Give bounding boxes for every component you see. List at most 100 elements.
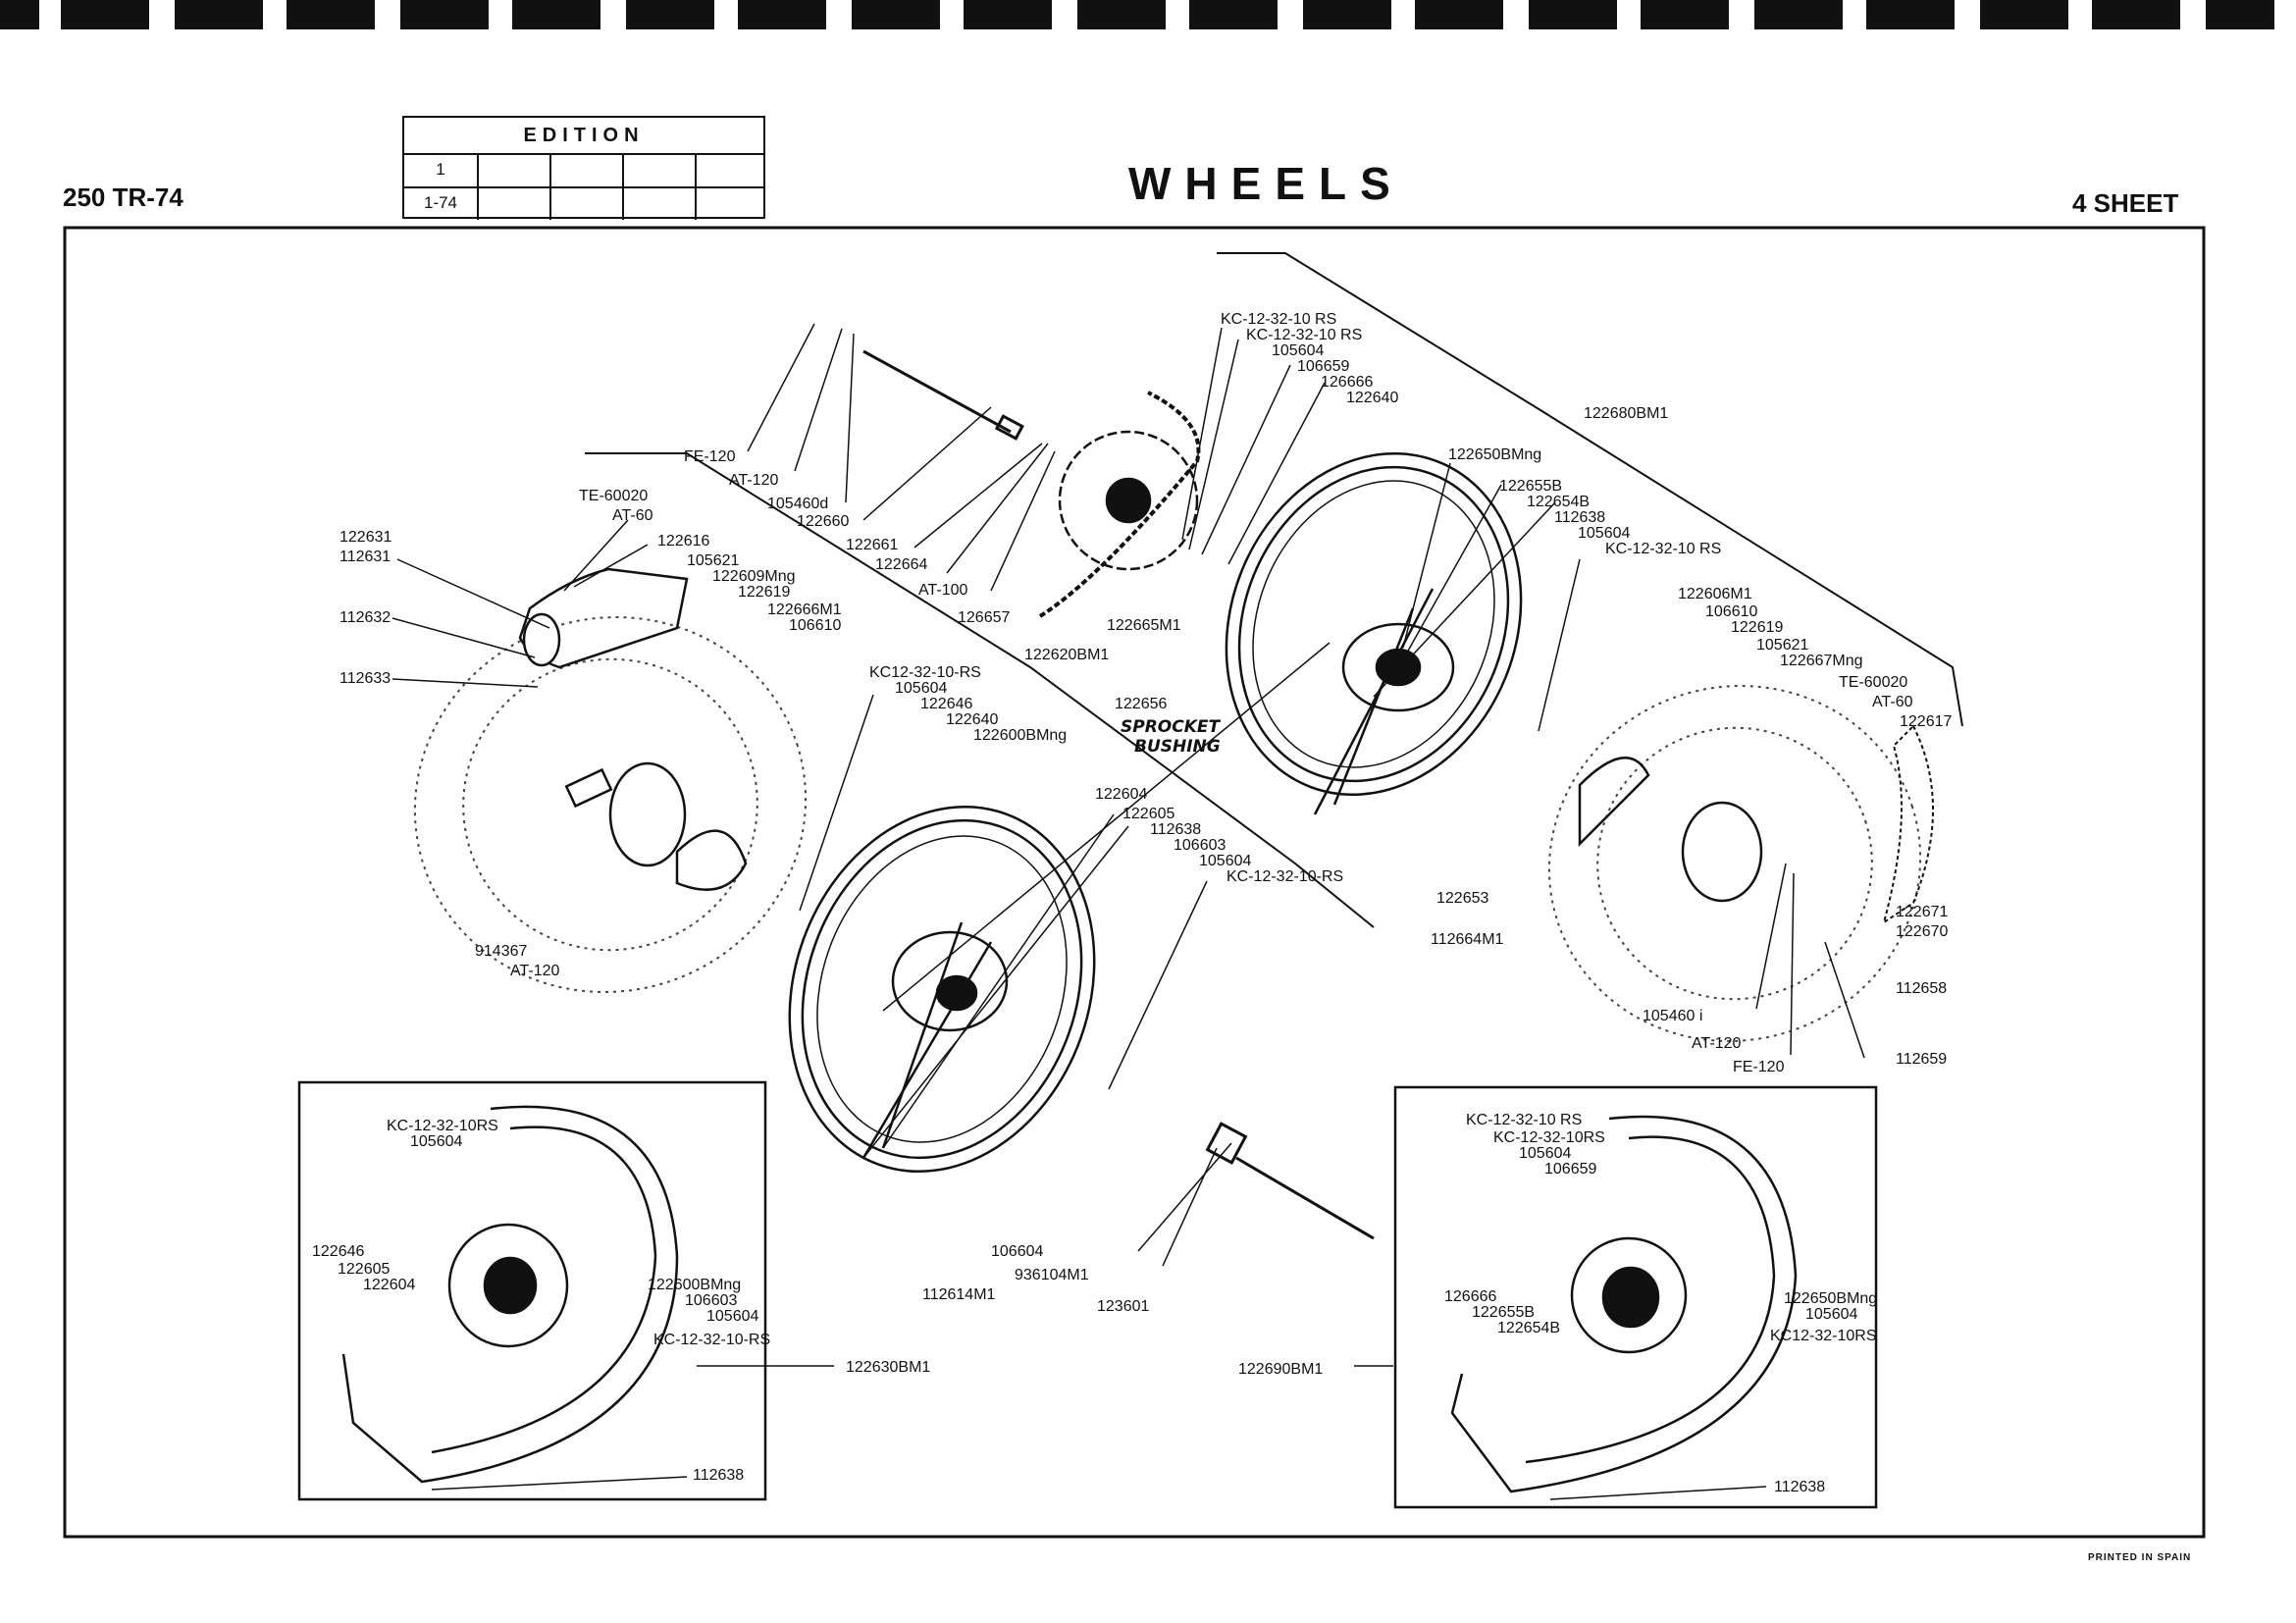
label-122646: 122646 <box>920 696 972 712</box>
label-inset-left-122630bm1: 122630BM1 <box>846 1359 930 1376</box>
label-122656: 122656 <box>1115 696 1167 712</box>
label-at60-r: AT-60 <box>1872 694 1913 710</box>
label-inset-right-105604: 105604 <box>1519 1145 1571 1162</box>
label-105621-l: 105621 <box>687 552 739 569</box>
rear-tyre-tread <box>1882 724 1934 925</box>
label-122619-r: 122619 <box>1731 619 1783 636</box>
label-122653: 122653 <box>1436 890 1488 907</box>
label-at120-top: AT-120 <box>729 472 779 489</box>
label-inset-left-105604-b: 105604 <box>706 1308 758 1325</box>
label-fe120-r: FE-120 <box>1733 1059 1785 1075</box>
inset-rear-wheel <box>1450 1115 1798 1493</box>
label-112659: 112659 <box>1896 1051 1947 1068</box>
label-inset-left-122605: 122605 <box>338 1261 390 1278</box>
inset-frame-front <box>297 1080 767 1501</box>
label-122640-b: 122640 <box>946 711 998 728</box>
rear-tyre-inner-outline <box>1596 726 1873 1001</box>
rear-brake-assembly <box>1578 756 1763 903</box>
label-112633: 112633 <box>339 670 391 687</box>
label-inset-left-122604: 122604 <box>363 1277 415 1293</box>
handwritten-note-bushing: BUSHING <box>1134 737 1221 757</box>
label-kc-c: KC-12-32-10 RS <box>1605 541 1721 557</box>
label-inset-left-105604: 105604 <box>410 1133 462 1150</box>
label-at100: AT-100 <box>918 582 968 599</box>
label-at120-r: AT-120 <box>1692 1035 1742 1052</box>
inset-frame-rear <box>1393 1085 1878 1509</box>
label-112638-b: 112638 <box>1150 821 1201 838</box>
label-106659-a: 106659 <box>1297 358 1349 375</box>
assembly-line-rear <box>1217 252 1963 727</box>
label-122660: 122660 <box>797 513 849 530</box>
label-122667mng: 122667Mng <box>1780 653 1863 669</box>
label-112658: 112658 <box>1896 980 1947 997</box>
label-105604-d: 105604 <box>1199 853 1251 869</box>
label-inset-right-122654b: 122654B <box>1497 1320 1560 1336</box>
label-at120-l: AT-120 <box>510 963 560 979</box>
label-106610-l: 106610 <box>789 617 841 634</box>
label-inset-left-kc-b: KC-12-32-10-RS <box>653 1332 770 1348</box>
label-105621-r: 105621 <box>1756 637 1808 654</box>
label-inset-right-122655b: 122655B <box>1472 1304 1535 1321</box>
label-inset-left-122600bmng: 122600BMng <box>648 1277 741 1293</box>
label-105460i: 105460 i <box>1643 1008 1702 1024</box>
label-122619-l: 122619 <box>738 584 790 601</box>
label-112664m1: 112664M1 <box>1431 931 1504 948</box>
binder-hole-strip <box>0 0 2274 29</box>
label-inset-right-112638: 112638 <box>1774 1479 1825 1495</box>
label-kc-a: KC-12-32-10 RS <box>1221 311 1336 328</box>
leader-lines <box>391 323 1865 1500</box>
diagram-frame <box>63 226 2206 1539</box>
label-105604-c: 105604 <box>895 680 947 697</box>
front-tyre-inner-outline <box>462 657 758 952</box>
label-inset-left-112638: 112638 <box>693 1467 744 1484</box>
page-title: WHEELS <box>1128 158 1404 209</box>
label-inset-right-122650bmng: 122650BMng <box>1784 1290 1877 1307</box>
label-122606m1: 122606M1 <box>1678 586 1752 602</box>
label-inset-right-106659: 106659 <box>1544 1161 1596 1178</box>
front-wheel <box>788 805 1096 1174</box>
label-122655b: 122655B <box>1499 478 1562 495</box>
label-112632: 112632 <box>339 609 391 626</box>
rear-axle <box>862 349 1024 441</box>
label-122670: 122670 <box>1896 923 1948 940</box>
label-122617: 122617 <box>1900 713 1952 730</box>
label-kc-d: KC12-32-10-RS <box>869 664 981 681</box>
label-936104m1: 936104M1 <box>1015 1267 1089 1283</box>
label-122604: 122604 <box>1095 786 1147 803</box>
label-122620bm1: 122620BM1 <box>1024 647 1109 663</box>
label-te60020-r: TE-60020 <box>1839 674 1907 691</box>
label-fe120-top: FE-120 <box>684 448 736 465</box>
label-123601: 123601 <box>1097 1298 1149 1315</box>
label-inset-right-kc-a: KC-12-32-10 RS <box>1466 1112 1582 1128</box>
label-inset-right-kc-b: KC-12-32-10RS <box>1493 1129 1605 1146</box>
part-labels: FE-120 AT-120 105460d 122660 122661 1226… <box>312 311 1952 1495</box>
label-122609mng: 122609Mng <box>712 568 796 585</box>
label-inset-left-122646: 122646 <box>312 1243 364 1260</box>
edition-row: 1-74 <box>404 186 763 220</box>
front-axle <box>1205 1122 1375 1240</box>
front-tyre-outline <box>413 616 808 993</box>
label-at60-l: AT-60 <box>612 507 653 524</box>
label-inset-left-106603: 106603 <box>685 1292 737 1309</box>
handwritten-note-sprocket: SPROCKET <box>1121 717 1222 737</box>
label-inset-right-105604-b: 105604 <box>1805 1306 1857 1323</box>
inset-front-wheel <box>341 1105 679 1484</box>
label-126657: 126657 <box>958 609 1010 626</box>
label-122661: 122661 <box>846 537 898 553</box>
edition-table: EDITION 1 1-74 <box>402 116 765 220</box>
label-kc-e: KC-12-32-10-RS <box>1226 868 1343 885</box>
label-122616: 122616 <box>657 533 709 550</box>
label-122671: 122671 <box>1896 904 1948 920</box>
edition-row-label: 1 <box>436 160 445 179</box>
label-105604-b: 105604 <box>1578 525 1630 542</box>
label-122631: 122631 <box>339 529 391 546</box>
label-122640-a: 122640 <box>1346 390 1398 406</box>
label-126666-a: 126666 <box>1321 374 1373 391</box>
front-brake-assembly <box>564 761 748 891</box>
label-122664: 122664 <box>875 556 927 573</box>
label-112638-a: 112638 <box>1554 509 1605 526</box>
printed-in-note: PRINTED IN SPAIN <box>2088 1552 2192 1563</box>
label-112631: 112631 <box>339 549 391 565</box>
label-105460d: 105460d <box>767 496 828 512</box>
label-122600bmng: 122600BMng <box>973 727 1067 744</box>
